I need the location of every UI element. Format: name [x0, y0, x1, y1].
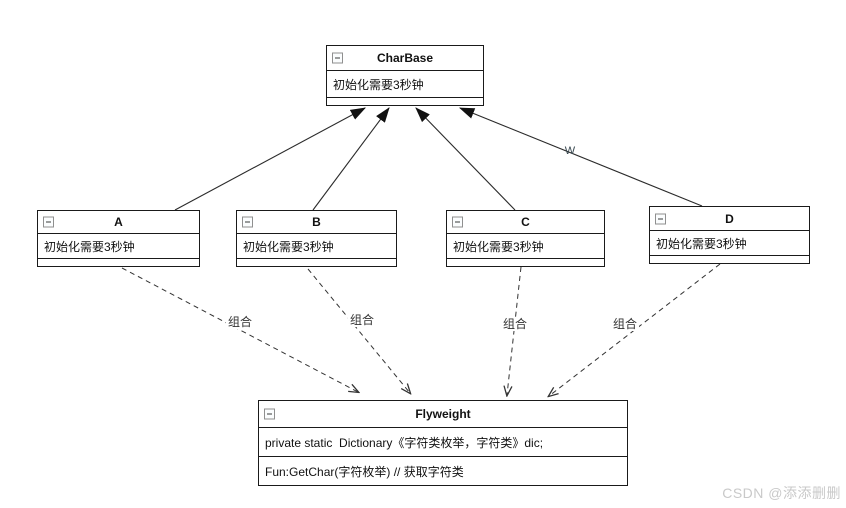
- watermark: CSDN @添添删删: [722, 485, 841, 501]
- edge-a-to-charbase[interactable]: [174, 107, 366, 211]
- composition-label-a: 组合: [225, 315, 255, 329]
- class-title-d: D: [725, 211, 734, 226]
- class-title-a: A: [114, 215, 123, 229]
- composition-label-d: 组合: [610, 317, 640, 331]
- empty-compartment: [38, 259, 199, 266]
- collapse-icon[interactable]: [264, 408, 275, 420]
- collapse-icon[interactable]: [332, 52, 343, 64]
- class-method-flyweight: Fun:GetChar(字符枚举) // 获取字符类: [265, 464, 464, 479]
- class-attribute-c: 初始化需要3秒钟: [447, 234, 604, 259]
- class-header-a: A: [38, 211, 199, 234]
- class-box-b[interactable]: B 初始化需要3秒钟: [236, 210, 397, 267]
- edge-c-to-flyweight[interactable]: [507, 266, 522, 395]
- class-title-charbase: CharBase: [376, 51, 434, 65]
- edge-d-to-charbase[interactable]: [458, 107, 703, 207]
- empty-compartment: [237, 259, 396, 266]
- minus-glyph: [46, 221, 51, 223]
- class-header-c: C: [447, 211, 604, 234]
- class-box-c[interactable]: C 初始化需要3秒钟: [446, 210, 605, 267]
- class-box-d[interactable]: D 初始化需要3秒钟: [649, 206, 810, 264]
- class-header-b: B: [237, 211, 396, 234]
- class-box-a[interactable]: A 初始化需要3秒钟: [37, 210, 200, 267]
- empty-compartment: [327, 98, 483, 105]
- collapse-icon[interactable]: [43, 216, 54, 228]
- class-attribute-charbase: 初始化需要3秒钟: [327, 71, 483, 98]
- class-box-flyweight[interactable]: Flyweight private static Dictionary《字符类枚…: [258, 400, 628, 486]
- empty-compartment: [447, 259, 604, 266]
- minus-glyph: [335, 57, 340, 59]
- class-title-b: B: [312, 215, 321, 229]
- edge-label-w: W: [564, 145, 576, 157]
- class-attribute-b: 初始化需要3秒钟: [237, 234, 396, 259]
- collapse-icon[interactable]: [452, 216, 463, 228]
- edge-b-to-flyweight[interactable]: [307, 268, 410, 393]
- class-box-charbase[interactable]: CharBase 初始化需要3秒钟: [326, 45, 484, 106]
- edge-b-to-charbase[interactable]: [312, 107, 390, 211]
- class-header-charbase: CharBase: [327, 46, 483, 71]
- class-attribute-a: 初始化需要3秒钟: [38, 234, 199, 259]
- empty-compartment: [650, 256, 809, 263]
- minus-glyph: [658, 218, 663, 219]
- minus-glyph: [455, 221, 460, 223]
- edge-c-to-charbase[interactable]: [415, 107, 516, 211]
- class-title-c: C: [521, 215, 530, 229]
- collapse-icon[interactable]: [242, 216, 253, 228]
- class-header-flyweight: Flyweight: [259, 401, 627, 428]
- collapse-icon[interactable]: [655, 213, 666, 224]
- class-header-d: D: [650, 207, 809, 231]
- composition-label-b: 组合: [347, 313, 377, 327]
- class-attribute-d: 初始化需要3秒钟: [650, 231, 809, 256]
- class-title-flyweight: Flyweight: [415, 407, 471, 421]
- composition-label-c: 组合: [500, 317, 530, 331]
- minus-glyph: [245, 221, 250, 223]
- minus-glyph: [267, 413, 272, 415]
- class-attribute-flyweight: private static Dictionary《字符类枚举，字符类》dic;: [259, 428, 627, 457]
